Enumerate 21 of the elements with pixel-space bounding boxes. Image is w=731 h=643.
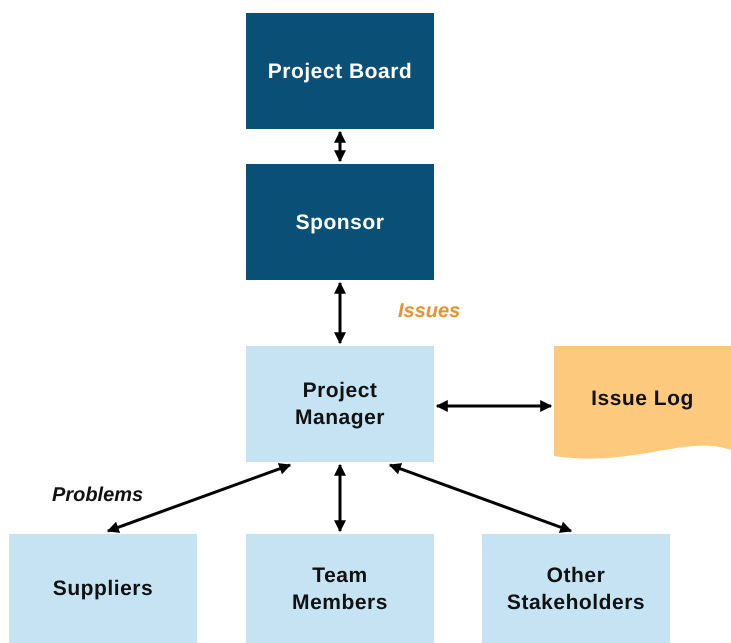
node-label: Project Board bbox=[268, 58, 412, 84]
process-box bbox=[9, 534, 197, 643]
node-label: Issue Log bbox=[591, 386, 694, 412]
node-label: Team Members bbox=[291, 562, 389, 616]
double-arrow bbox=[106, 463, 292, 533]
double-arrow bbox=[334, 464, 346, 532]
node-label: Other Stakeholders bbox=[506, 562, 646, 616]
process-box bbox=[246, 164, 434, 280]
node-label: Project Manager bbox=[294, 378, 386, 431]
annotation-label: Issues bbox=[398, 299, 460, 324]
node-label: Sponsor bbox=[296, 210, 384, 236]
process-box bbox=[246, 534, 434, 643]
double-arrow bbox=[436, 400, 552, 412]
process-box bbox=[482, 534, 670, 643]
node-label: Suppliers bbox=[52, 576, 154, 602]
annotation-label: Problems bbox=[52, 483, 144, 508]
double-arrow bbox=[334, 282, 346, 344]
double-arrow bbox=[334, 130, 346, 162]
process-box bbox=[246, 13, 434, 129]
double-arrow bbox=[388, 463, 572, 533]
process-box bbox=[246, 346, 434, 462]
